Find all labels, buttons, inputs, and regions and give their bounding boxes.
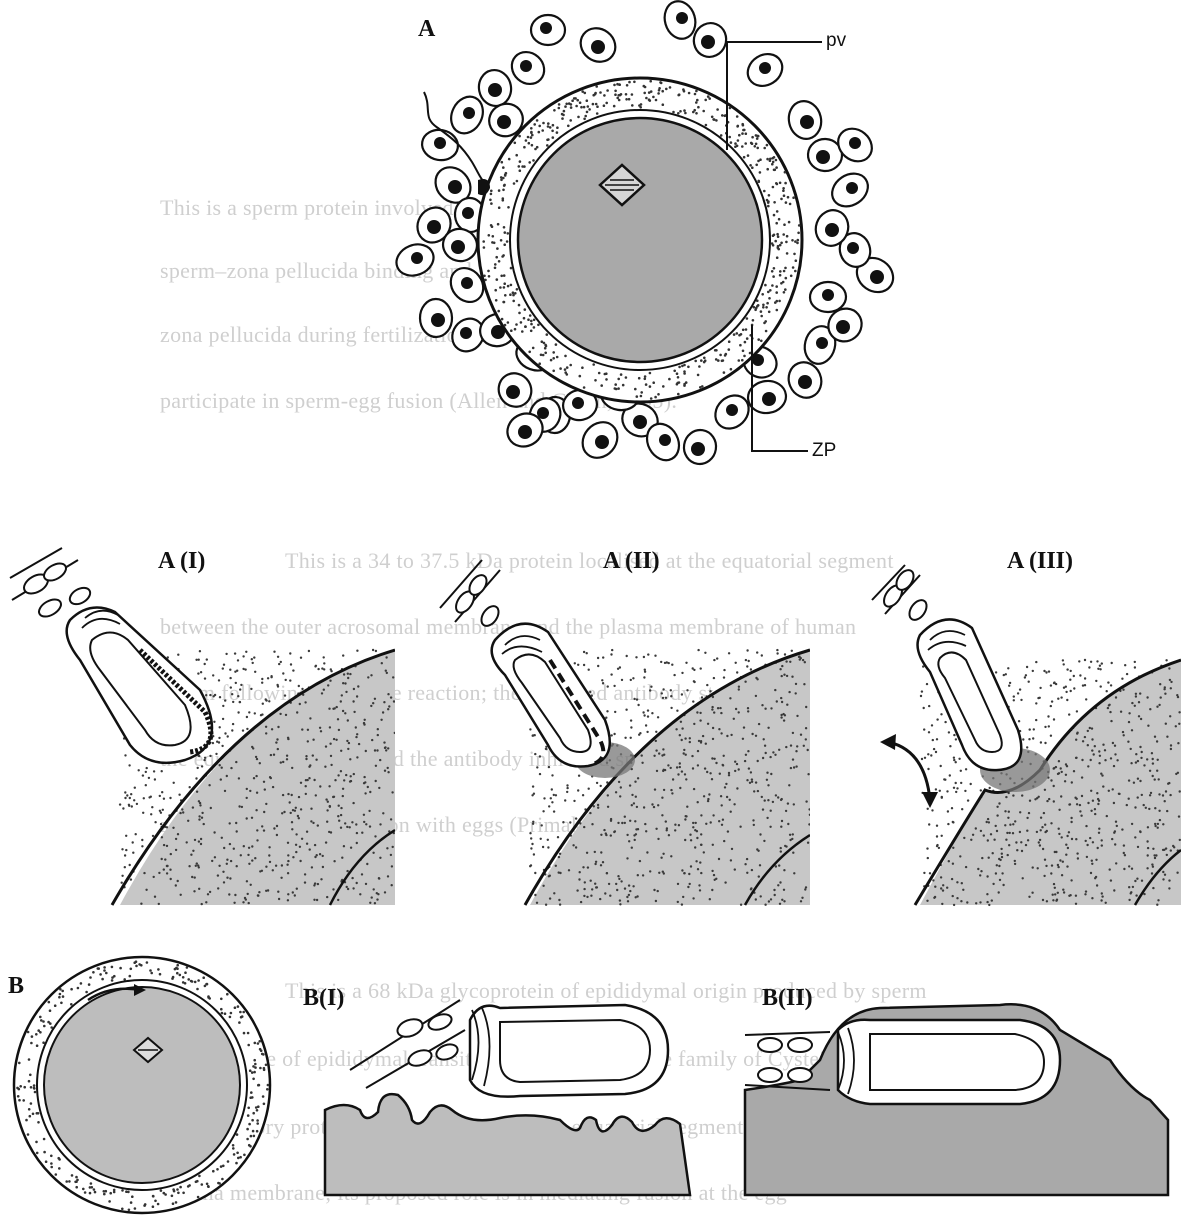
rotation-arrow [888, 742, 930, 800]
zp-label: ZP [812, 440, 836, 462]
panel-label-b2: B(II) [762, 985, 813, 1012]
oocyte-diagram-a [392, 0, 900, 466]
panel-label-b1: B(I) [303, 985, 344, 1012]
panel-label-a2: A (II) [603, 548, 660, 575]
oocyte-cytoplasm [44, 987, 240, 1183]
panel-label-a1: A (I) [158, 548, 205, 575]
pv-label: pv [826, 30, 846, 52]
sperm-head-a2 [440, 560, 610, 767]
panel-label-a3: A (III) [1007, 548, 1073, 575]
panel-b1-fusion [325, 1000, 690, 1195]
oolemma-surface [325, 1094, 690, 1195]
oocyte-diagram-b [14, 957, 270, 1213]
oocyte-cytoplasm [518, 118, 762, 362]
sperm-head-b1 [350, 1000, 668, 1097]
panel-b2-incorporation [745, 1004, 1168, 1195]
panel-label-a: A [418, 16, 435, 43]
sperm-head-a1 [10, 548, 212, 763]
panel-label-b: B [8, 973, 24, 1000]
